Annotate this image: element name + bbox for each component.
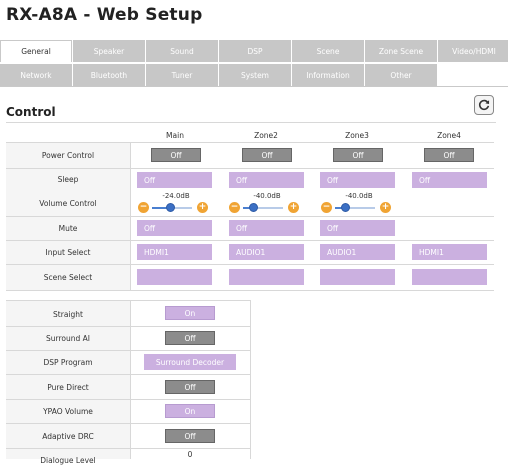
scene-select-main[interactable] bbox=[137, 269, 212, 285]
volume-value: -40.0dB bbox=[345, 192, 373, 200]
row-divider bbox=[6, 448, 251, 449]
column-header-main: Main bbox=[166, 131, 184, 140]
adaptive-drc-toggle[interactable]: Off bbox=[165, 429, 215, 443]
app-title: RX-A8A - Web Setup bbox=[6, 5, 203, 25]
column-header-zone4: Zone4 bbox=[437, 131, 461, 140]
volume-down-button[interactable]: − bbox=[138, 202, 149, 213]
label-straight: Straight bbox=[53, 310, 83, 319]
tab-system[interactable]: System bbox=[219, 64, 291, 86]
row-divider bbox=[6, 399, 251, 400]
row-divider bbox=[6, 350, 251, 351]
volume-slider-thumb[interactable] bbox=[248, 203, 258, 212]
volume-down-button[interactable]: − bbox=[321, 202, 332, 213]
power-button-zone3[interactable]: Off bbox=[333, 148, 383, 162]
row-divider bbox=[6, 300, 251, 301]
column-header-zone2: Zone2 bbox=[254, 131, 278, 140]
mute-select-main[interactable]: Off bbox=[137, 220, 212, 236]
volume-value: -40.0dB bbox=[253, 192, 281, 200]
tab-row-1: General Speaker Sound DSP Scene Zone Sce… bbox=[0, 40, 508, 62]
volume-down-button[interactable]: − bbox=[229, 202, 240, 213]
volume-control-zone2: -40.0dB − + bbox=[225, 192, 309, 214]
settings-column-separator bbox=[130, 300, 131, 459]
sleep-select-zone4[interactable]: Off bbox=[412, 172, 487, 188]
tab-row-2: Network Bluetooth Tuner System Informati… bbox=[0, 64, 438, 86]
row-divider bbox=[6, 240, 494, 241]
tab-video-hdmi[interactable]: Video/HDMI bbox=[438, 40, 508, 62]
label-pure-direct: Pure Direct bbox=[47, 383, 89, 392]
tab-sound[interactable]: Sound bbox=[146, 40, 218, 62]
scene-select-zone4[interactable] bbox=[412, 269, 487, 285]
label-scene-select: Scene Select bbox=[43, 273, 93, 282]
row-divider bbox=[6, 423, 251, 424]
section-divider bbox=[6, 122, 496, 123]
title-bar: RX-A8A - Web Setup bbox=[0, 0, 508, 32]
tab-network[interactable]: Network bbox=[0, 64, 72, 86]
tab-information[interactable]: Information bbox=[292, 64, 364, 86]
power-button-zone2[interactable]: Off bbox=[242, 148, 292, 162]
column-header-zone3: Zone3 bbox=[345, 131, 369, 140]
volume-up-button[interactable]: + bbox=[380, 202, 391, 213]
label-sleep: Sleep bbox=[57, 175, 79, 184]
volume-slider-track[interactable] bbox=[243, 207, 283, 209]
tab-other[interactable]: Other bbox=[365, 64, 437, 86]
surround-ai-toggle[interactable]: Off bbox=[165, 331, 215, 345]
label-ypao-volume: YPAO Volume bbox=[43, 407, 93, 416]
row-divider bbox=[6, 216, 494, 217]
label-mute: Mute bbox=[58, 224, 78, 233]
volume-control-zone3: -40.0dB − + bbox=[317, 192, 401, 214]
row-divider bbox=[6, 142, 494, 143]
tab-divider bbox=[0, 86, 508, 87]
pure-direct-toggle[interactable]: Off bbox=[165, 380, 215, 394]
row-divider bbox=[6, 374, 251, 375]
input-select-zone3[interactable]: AUDIO1 bbox=[320, 244, 395, 260]
volume-slider-thumb[interactable] bbox=[340, 203, 350, 212]
input-select-main[interactable]: HDMI1 bbox=[137, 244, 212, 260]
dsp-program-select[interactable]: Surround Decoder bbox=[144, 354, 236, 370]
tab-dsp[interactable]: DSP bbox=[219, 40, 291, 62]
row-divider bbox=[6, 290, 494, 291]
tab-scene[interactable]: Scene bbox=[292, 40, 364, 62]
sleep-select-zone2[interactable]: Off bbox=[229, 172, 304, 188]
label-input-select: Input Select bbox=[45, 248, 91, 257]
row-divider bbox=[6, 326, 251, 327]
tab-zone-scene[interactable]: Zone Scene bbox=[365, 40, 437, 62]
label-dsp-program: DSP Program bbox=[43, 358, 93, 367]
volume-up-button[interactable]: + bbox=[288, 202, 299, 213]
scene-select-zone2[interactable] bbox=[229, 269, 304, 285]
input-select-zone4[interactable]: HDMI1 bbox=[412, 244, 487, 260]
power-button-zone4[interactable]: Off bbox=[424, 148, 474, 162]
refresh-icon bbox=[478, 99, 490, 111]
tab-general[interactable]: General bbox=[0, 40, 72, 62]
scene-select-zone3[interactable] bbox=[320, 269, 395, 285]
tab-speaker[interactable]: Speaker bbox=[73, 40, 145, 62]
tab-tuner[interactable]: Tuner bbox=[146, 64, 218, 86]
volume-up-button[interactable]: + bbox=[197, 202, 208, 213]
label-power-control: Power Control bbox=[41, 151, 95, 160]
ypao-volume-toggle[interactable]: On bbox=[165, 404, 215, 418]
tab-bluetooth[interactable]: Bluetooth bbox=[73, 64, 145, 86]
label-volume-control: Volume Control bbox=[39, 199, 97, 208]
settings-right-border bbox=[250, 300, 251, 459]
mute-select-zone2[interactable]: Off bbox=[229, 220, 304, 236]
mute-select-zone3[interactable]: Off bbox=[320, 220, 395, 236]
straight-toggle[interactable]: On bbox=[165, 306, 215, 320]
label-surround-ai: Surround AI bbox=[46, 334, 90, 343]
volume-slider-track[interactable] bbox=[335, 207, 375, 209]
row-divider bbox=[6, 168, 494, 169]
dialogue-level-value: 0 bbox=[187, 450, 193, 459]
refresh-button[interactable] bbox=[474, 95, 494, 115]
sleep-select-main[interactable]: Off bbox=[137, 172, 212, 188]
label-dialogue-level: Dialogue Level bbox=[40, 456, 96, 465]
input-select-zone2[interactable]: AUDIO1 bbox=[229, 244, 304, 260]
row-divider bbox=[6, 264, 494, 265]
power-button-main[interactable]: Off bbox=[151, 148, 201, 162]
label-adaptive-drc: Adaptive DRC bbox=[42, 432, 94, 441]
section-title-control: Control bbox=[6, 105, 56, 119]
volume-value: -24.0dB bbox=[162, 192, 190, 200]
sleep-select-zone3[interactable]: Off bbox=[320, 172, 395, 188]
volume-slider-thumb[interactable] bbox=[165, 203, 175, 212]
volume-control-main: -24.0dB − + bbox=[134, 192, 218, 214]
